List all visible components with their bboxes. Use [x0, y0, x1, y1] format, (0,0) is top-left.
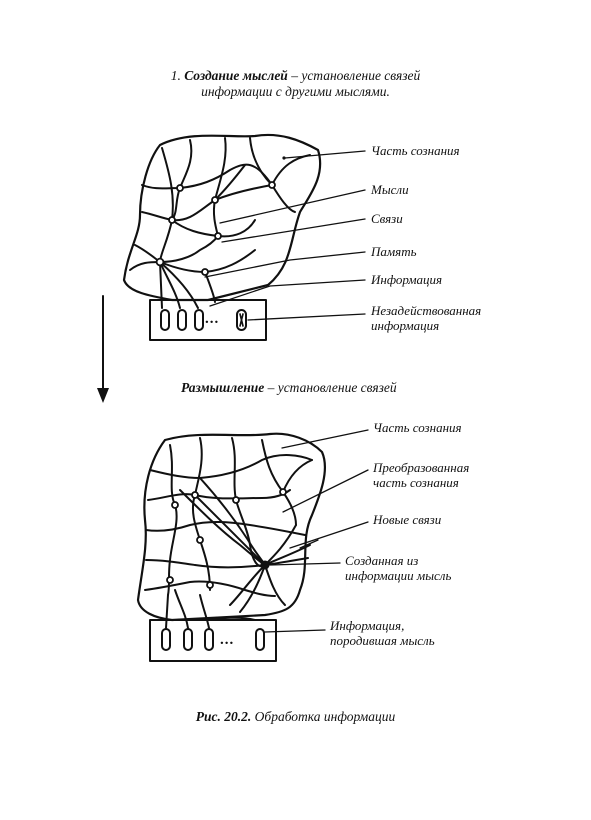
- middle-heading-rest: – установление связей: [264, 380, 397, 395]
- heading-line2: информации с другими мыслями.: [201, 84, 390, 99]
- info-capsule: [160, 309, 170, 331]
- heading-rest: – установление связей: [287, 68, 421, 83]
- info-capsule: [161, 628, 171, 651]
- network-links-bottom: [144, 437, 313, 629]
- consciousness-blob-bottom: [136, 432, 326, 622]
- label-unused-info-line1: Незадействованная: [371, 303, 482, 318]
- label-created-thought-line2: информации мысль: [345, 568, 452, 583]
- caption-bold: Рис. 20.2.: [195, 709, 252, 724]
- unused-info-capsule: [236, 309, 247, 331]
- process-arrow: [97, 295, 109, 403]
- label-transformed-line2: часть сознания: [373, 475, 459, 490]
- label-origin-info-line2: породившая мысль: [330, 633, 435, 648]
- heading-bold: Создание мыслей: [184, 68, 288, 83]
- ellipsis-top: ...: [205, 311, 220, 327]
- label-unused-info-line2: информация: [371, 318, 440, 333]
- label-links: Связи: [371, 211, 403, 226]
- memory-tray-bottom: [149, 619, 277, 662]
- bottom-figure: [136, 429, 369, 662]
- ellipsis-bottom: ...: [220, 632, 235, 648]
- middle-heading: Размышление – установление связей: [181, 380, 397, 396]
- caption-rest: Обработка информации: [251, 709, 396, 724]
- created-thought-node: [260, 560, 270, 570]
- thought-nodes-bottom: [166, 488, 287, 589]
- info-capsule: [255, 628, 265, 651]
- label-transformed-line1: Преобразованная: [373, 460, 470, 475]
- info-capsule: [177, 309, 187, 331]
- info-capsule: [204, 628, 214, 651]
- label-information: Информация: [371, 272, 443, 287]
- label-thoughts: Мысли: [371, 182, 409, 197]
- figure-caption: Рис. 20.2. Обработка информации: [0, 709, 591, 725]
- label-consciousness-part-2: Часть сознания: [373, 420, 462, 435]
- figure-heading: 1. Создание мыслей – установление связей: [0, 68, 591, 84]
- thought-nodes-top: [155, 181, 276, 276]
- middle-heading-bold: Размышление: [181, 380, 265, 395]
- consciousness-blob-top: [122, 133, 322, 302]
- top-figure: [122, 133, 366, 341]
- label-memory: Память: [371, 244, 417, 259]
- heading-number: 1.: [170, 68, 181, 83]
- label-consciousness-part: Часть сознания: [371, 143, 460, 158]
- label-new-links: Новые связи: [373, 512, 442, 527]
- label-origin-info-line1: Информация,: [330, 618, 405, 633]
- leader-lines-top: [204, 150, 366, 321]
- leader-lines-bottom: [264, 429, 369, 633]
- label-created-thought-line1: Созданная из: [345, 553, 419, 568]
- info-capsule: [183, 628, 193, 651]
- info-capsule: [194, 309, 204, 331]
